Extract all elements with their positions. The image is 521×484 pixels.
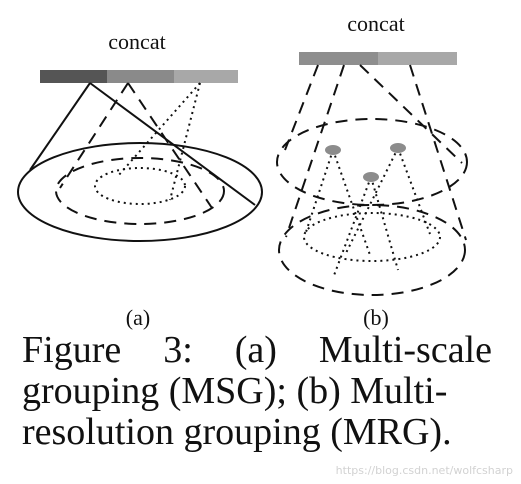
panel-b-dotted-line-1: [305, 149, 334, 233]
caption-line-3: resolution grouping (MRG).: [22, 411, 452, 453]
panel-b-dashed-line-2: [285, 64, 345, 238]
panel-b-dashed-line-1: [284, 64, 319, 151]
caption-word: Multi-scale: [318, 329, 492, 371]
panel-b-dotted-line-2: [332, 149, 371, 256]
panel-b-concat-label: concat: [347, 11, 404, 36]
panel-a-solid-cone-line-right: [89, 82, 256, 206]
panel-a-concat-label: concat: [108, 29, 165, 54]
caption-word: (a): [234, 329, 277, 371]
panel-a-medium-scale-region: [55, 157, 225, 225]
panel-b-upper-region: [276, 118, 468, 206]
panel-a-dotted-cone-line-left: [117, 82, 201, 177]
panel-a-concat-bar-segment-1: [40, 70, 107, 83]
panel-a-dashed-cone-line-right: [127, 82, 213, 209]
panel-b-node-3: [363, 172, 379, 182]
panel-a-solid-cone-line-left: [29, 82, 91, 171]
panel-b-dashed-line-3: [359, 64, 463, 164]
caption-line-1: Figure 3: (a) Multi-scale: [22, 330, 492, 371]
panel-b-concat-bar-segment-1: [299, 52, 378, 65]
watermark: https://blog.csdn.net/wolfcsharp: [335, 464, 513, 477]
panel-a-concat-bar-segment-2: [107, 70, 174, 83]
panel-a: concat (a): [17, 29, 263, 330]
panel-b-dashed-line-4: [409, 64, 467, 241]
caption-line-2: grouping (MSG); (b) Multi-: [22, 370, 448, 412]
panel-b-node-1: [325, 145, 341, 155]
panel-b-concat-bar-segment-2: [378, 52, 457, 65]
figure-caption: Figure 3: (a) Multi-scale grouping (MSG)…: [22, 330, 492, 453]
caption-word: 3:: [163, 329, 193, 371]
panel-a-sublabel: (a): [126, 305, 150, 330]
panel-b-dotted-line-6: [370, 176, 399, 271]
panel-a-concat-bar-segment-3: [174, 70, 238, 83]
panel-a-small-scale-region: [94, 167, 186, 205]
panel-b-dotted-line-3: [344, 147, 399, 256]
panel-b: concat (b): [276, 11, 468, 330]
panel-b-dotted-line-5: [332, 176, 372, 279]
panel-a-large-scale-region: [17, 142, 263, 242]
panel-b-lower-inner-region: [303, 212, 441, 262]
panel-b-lower-outer-region: [278, 204, 466, 296]
panel-b-sublabel: (b): [363, 305, 389, 330]
caption-word: Figure: [22, 329, 122, 371]
panel-b-node-2: [390, 143, 406, 153]
panel-a-dotted-cone-line-right: [169, 82, 201, 201]
panel-a-dashed-cone-line-left: [59, 82, 129, 189]
